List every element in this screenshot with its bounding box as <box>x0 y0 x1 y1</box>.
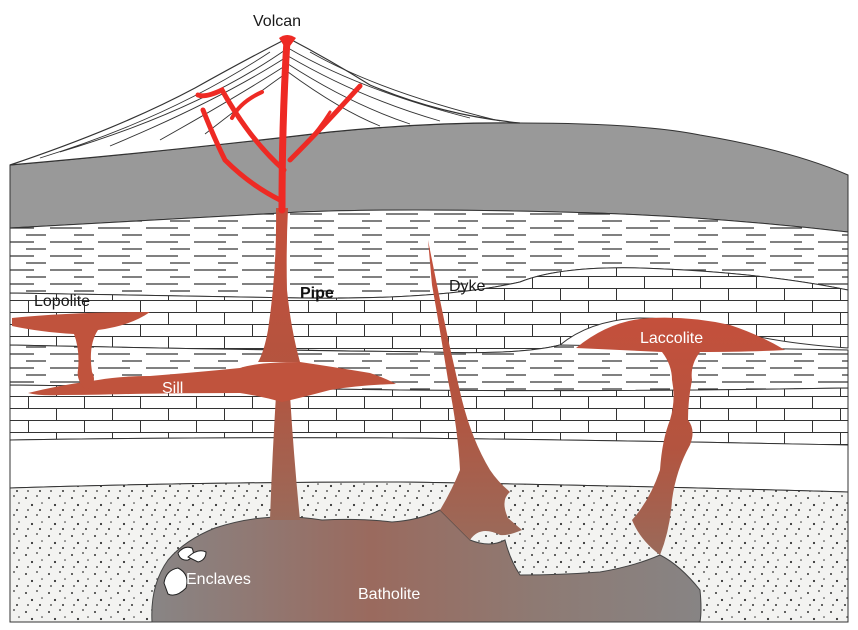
label-batholite: Batholite <box>358 586 420 603</box>
label-sill: Sill <box>162 380 183 397</box>
label-pipe: Pipe <box>300 285 334 302</box>
label-volcan: Volcan <box>253 13 301 30</box>
label-dyke: Dyke <box>449 278 486 295</box>
label-enclaves: Enclaves <box>186 571 251 588</box>
lower-limestone-stratum <box>10 385 848 445</box>
label-laccolite: Laccolite <box>640 330 703 347</box>
label-lopolite: Lopolite <box>34 293 90 310</box>
